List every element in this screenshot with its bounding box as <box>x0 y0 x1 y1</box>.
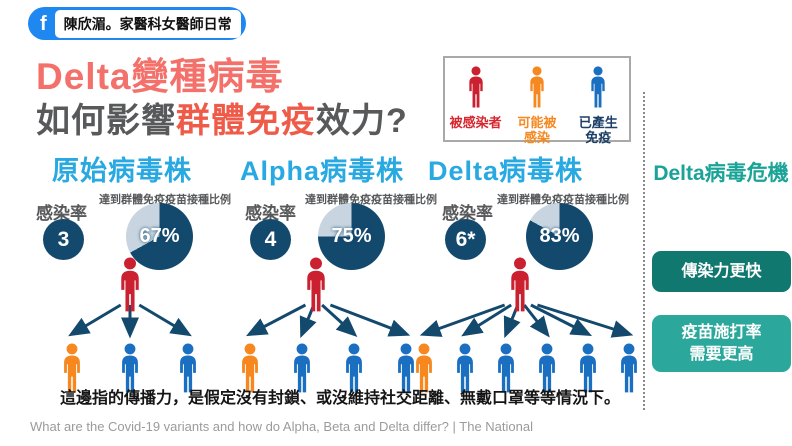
infection-rate-value: 6* <box>445 219 486 260</box>
headline-line2: 如何影響群體免疫效力? <box>36 93 408 142</box>
chip-label: 傳染力更快 <box>681 262 762 280</box>
person-icon <box>530 66 544 108</box>
person-icon <box>580 343 596 393</box>
transmission-arrow <box>246 303 307 337</box>
transmission-arrow <box>461 303 512 337</box>
infected-person-icon <box>465 66 487 113</box>
person-icon <box>121 257 139 312</box>
footnote: 這邊指的傳播力，是假定沒有封鎖、或沒維持社交距離、無戴口罩等等情況下。 <box>59 390 620 407</box>
sidebar-chip-transmissibility: 傳染力更快 <box>652 251 791 292</box>
chip-label-line2: 需要更高 <box>689 345 754 363</box>
person-icon <box>122 343 138 393</box>
herd-immunity-pie: 67% <box>126 203 193 270</box>
transmission-arrow <box>138 303 192 337</box>
legend-label: 可能被 <box>517 115 557 130</box>
person-icon <box>64 343 80 393</box>
person-icon <box>416 343 432 393</box>
herd-immunity-pie: 83% <box>526 203 593 270</box>
person-icon <box>511 257 529 312</box>
chip-label-line1: 疫苗施打率 <box>681 323 762 341</box>
person-icon <box>398 343 414 393</box>
pie-value-label: 75% <box>331 225 372 247</box>
facebook-page-name: 陳欣湄。家醫科女醫師日常 <box>54 9 241 38</box>
transmission-arrow <box>329 303 411 337</box>
legend-label: 已產生 <box>578 115 618 130</box>
pie-value-label: 67% <box>139 225 180 247</box>
person-icon <box>621 343 637 393</box>
facebook-page-badge[interactable]: f 陳欣湄。家醫科女醫師日常 <box>28 7 246 40</box>
transmission-arrow <box>523 304 550 338</box>
transmission-tree-alpha <box>242 257 414 393</box>
infection-rate-label: 感染率 <box>442 204 493 223</box>
herd-immunity-label: 達到群體免疫疫苗接種比例 <box>497 194 629 206</box>
person-icon <box>307 257 325 312</box>
person-icon <box>539 343 555 393</box>
legend-label: 被感染者 <box>449 115 502 130</box>
dotted-divider <box>643 92 645 410</box>
person-icon <box>468 66 483 108</box>
infection-rate-label: 感染率 <box>245 204 296 223</box>
person-icon <box>591 66 605 108</box>
possibly-infected-person-icon <box>526 66 548 113</box>
person-icon <box>242 343 258 393</box>
transmission-tree-original <box>64 257 196 393</box>
legend-item-infected: 被感染者 <box>445 66 506 131</box>
herd-immunity-label: 達到群體免疫疫苗接種比例 <box>99 194 231 206</box>
infection-rate-value: 3 <box>43 219 84 260</box>
herd-immunity-pie: 75% <box>318 203 385 270</box>
variant-title-alpha: Alpha病毒株 <box>240 156 405 186</box>
headline-line2-highlight: 群體免疫 <box>176 102 316 140</box>
headline-line2-suffix: 效力? <box>316 102 408 140</box>
headline-line1: Delta變種病毒 <box>36 56 284 97</box>
infection-rate-value: 4 <box>250 219 291 260</box>
legend-box: 被感染者 可能被感染 已產生免疫 <box>443 56 631 145</box>
infection-rate-label: 感染率 <box>36 204 87 223</box>
facebook-icon: f <box>40 12 47 35</box>
transmission-arrow <box>321 303 358 338</box>
immune-person-icon <box>587 66 609 113</box>
transmission-arrow <box>536 303 634 338</box>
transmission-arrow <box>419 303 506 337</box>
herd-immunity-label: 達到群體免疫疫苗接種比例 <box>305 194 437 206</box>
person-icon <box>457 343 473 393</box>
person-icon <box>346 343 362 393</box>
legend-item-possibly-infected: 可能被感染 <box>507 66 568 146</box>
sidebar-title: Delta病毒危機 <box>653 162 789 185</box>
transmission-arrow <box>530 303 593 337</box>
person-icon <box>180 343 196 393</box>
source-caption: What are the Covid-19 variants and how d… <box>30 419 533 434</box>
headline-line2-prefix: 如何影響 <box>36 102 176 140</box>
person-icon <box>294 343 310 393</box>
variant-title-original: 原始病毒株 <box>52 156 192 186</box>
transmission-arrow <box>68 303 122 337</box>
sidebar-chip-vaccination-rate: 疫苗施打率 需要更高 <box>652 315 791 372</box>
transmission-tree-delta <box>416 257 637 393</box>
variant-title-delta: Delta病毒株 <box>428 156 584 186</box>
person-icon <box>498 343 514 393</box>
legend-item-immune: 已產生免疫 <box>568 66 629 146</box>
pie-value-label: 83% <box>539 225 580 247</box>
